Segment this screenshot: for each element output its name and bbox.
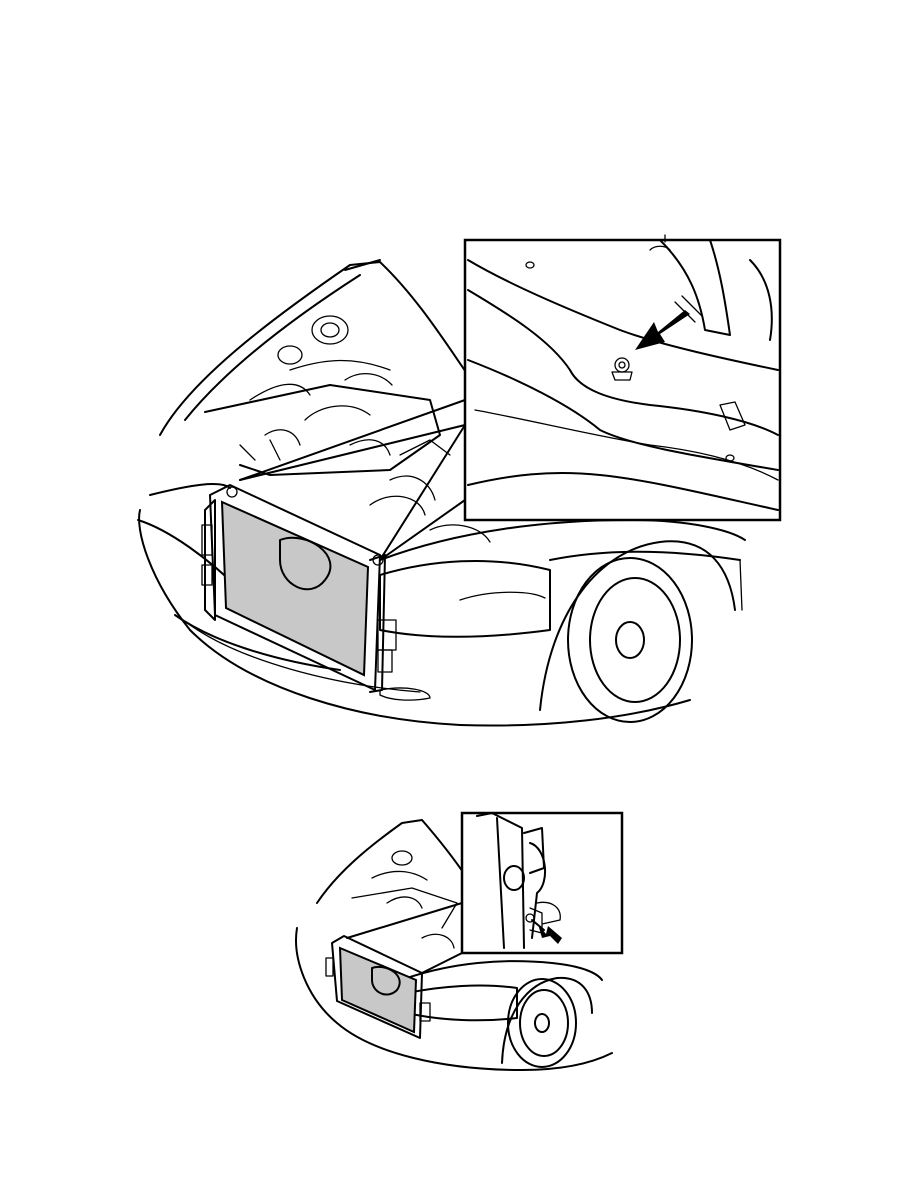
top-illustration xyxy=(130,230,790,730)
top-illustration-svg xyxy=(137,234,782,727)
bolt-icon-small xyxy=(525,913,545,931)
radiator-core xyxy=(220,500,370,677)
detail-inset-bottom xyxy=(460,811,624,955)
callout-lines-small xyxy=(346,902,463,974)
radiator-assembly-small xyxy=(325,935,431,1039)
arrow-pointer-icon-small xyxy=(538,924,562,944)
bolt-icon xyxy=(611,357,633,381)
bottom-illustration xyxy=(292,808,632,1084)
callout-lines xyxy=(239,399,466,561)
radiator-assembly xyxy=(201,484,397,693)
arrow-pointer-icon xyxy=(635,295,703,350)
car-body-small xyxy=(295,819,613,1071)
car-body xyxy=(137,259,746,727)
engine-bay xyxy=(204,315,491,543)
bottom-illustration-svg xyxy=(295,811,624,1071)
detail-inset-top xyxy=(463,234,782,522)
